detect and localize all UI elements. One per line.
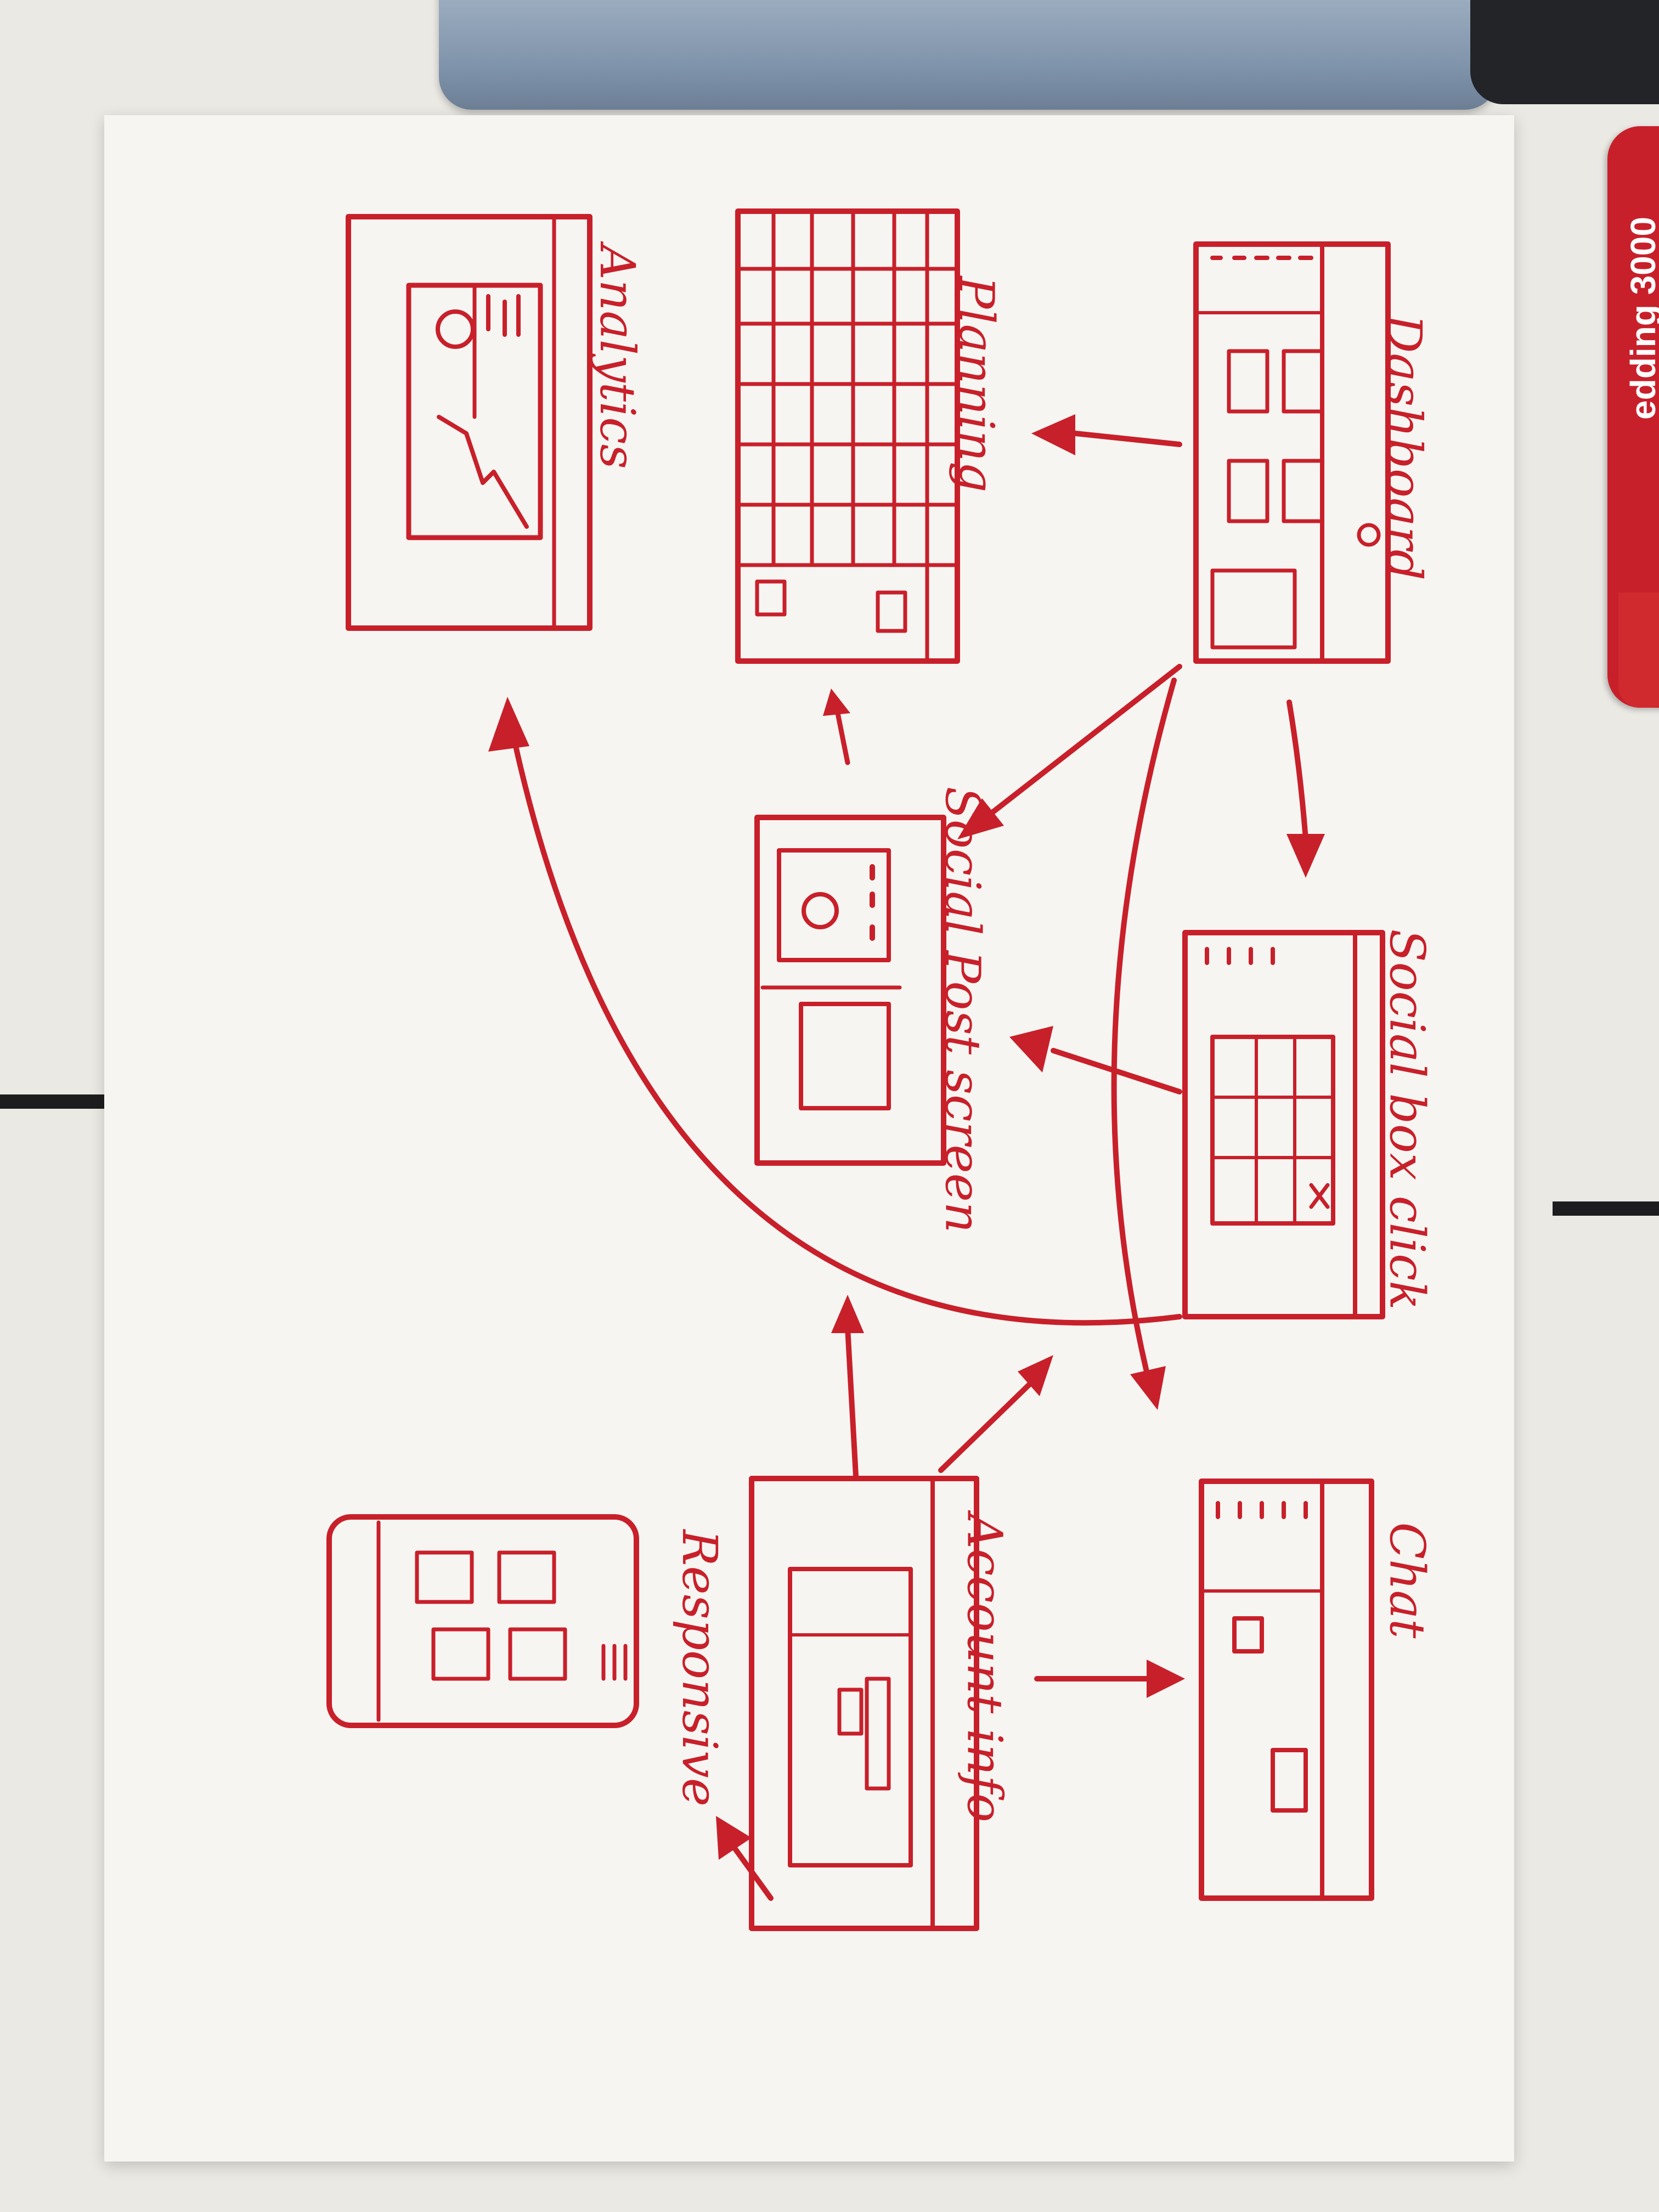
- label-account-info: Account info: [956, 1513, 1013, 1822]
- responsive-screen: [329, 1517, 636, 1725]
- social-box-click-screen: [1185, 933, 1383, 1317]
- chat-screen: [1201, 1481, 1372, 1898]
- label-chat: Chat: [1379, 1522, 1436, 1638]
- label-account-info-wrap: Account info: [949, 1492, 1020, 1843]
- label-planning-wrap: Planning: [941, 241, 1012, 527]
- flow-arrows: [488, 414, 1325, 1898]
- planning-screen: [738, 211, 957, 661]
- label-dashboard: Dashboard: [1376, 314, 1433, 580]
- label-social-post-wrap: Social Post screen: [927, 786, 998, 1233]
- laptop: [439, 0, 1498, 110]
- label-social-box-click: Social box click: [1379, 928, 1436, 1310]
- label-responsive: Responsive: [671, 1529, 728, 1807]
- label-analytics-wrap: Analytics: [582, 225, 653, 488]
- dashboard-screen: [1196, 244, 1388, 661]
- laptop-edge: [1470, 0, 1659, 104]
- sketch-paper: [104, 115, 1514, 2162]
- label-responsive-wrap: Responsive: [664, 1525, 735, 1810]
- label-social-box-wrap: Social box click: [1372, 929, 1443, 1310]
- label-planning: Planning: [948, 275, 1005, 493]
- label-chat-wrap: Chat: [1372, 1498, 1443, 1662]
- label-social-post-screen: Social Post screen: [934, 786, 991, 1233]
- desk-seam: [1553, 1201, 1659, 1216]
- marker-cap: [1618, 592, 1659, 708]
- account-info-screen: [752, 1479, 977, 1928]
- label-analytics: Analytics: [589, 244, 646, 469]
- label-dashboard-wrap: Dashboard: [1369, 277, 1440, 617]
- analytics-screen: [348, 217, 590, 628]
- social-post-screen: [757, 817, 944, 1163]
